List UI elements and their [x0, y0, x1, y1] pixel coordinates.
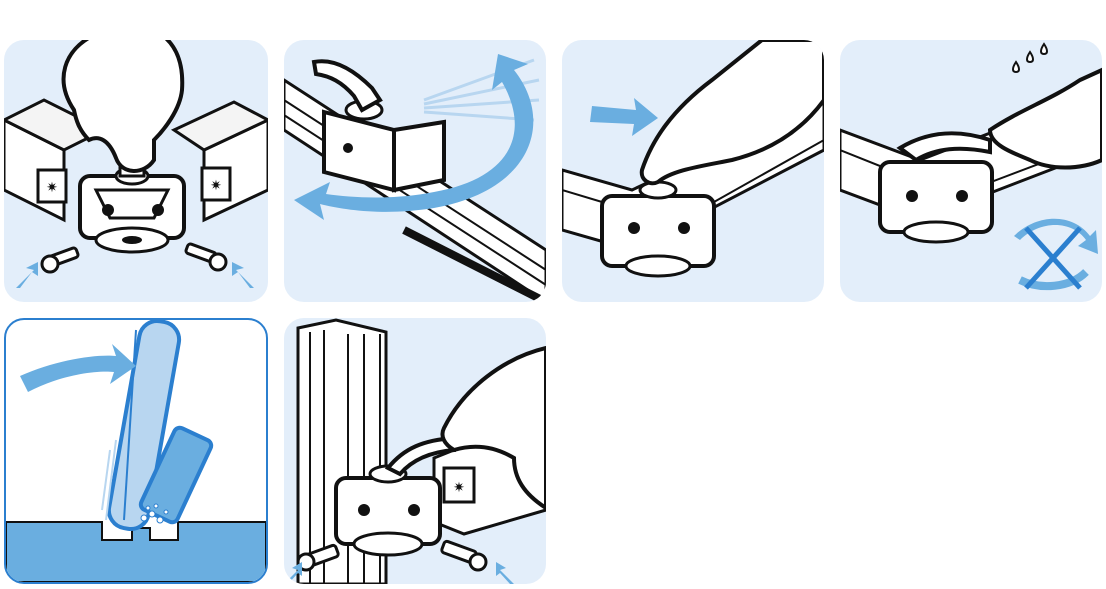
step-4-panel — [840, 40, 1102, 302]
svg-text:✷: ✷ — [210, 177, 222, 193]
screw-icon-left — [42, 247, 79, 272]
arrow-icon-right — [232, 262, 254, 288]
step-5-illustration — [6, 320, 266, 582]
hand-icon — [64, 40, 183, 171]
step-1-illustration: ✷ ✷ — [4, 40, 268, 302]
arrow-icon — [20, 344, 136, 392]
arrow-icon-left — [16, 262, 38, 288]
step-1-panel: ✷ ✷ — [4, 40, 268, 302]
clamp-connector-icon — [880, 162, 992, 242]
svg-text:✷: ✷ — [46, 179, 58, 195]
screw-icon-right — [441, 541, 486, 570]
screw-icon-right — [185, 243, 226, 270]
drops-icon — [1013, 44, 1047, 72]
prohibited-rotation-icon — [1014, 219, 1098, 288]
arrow-icon-right — [496, 562, 514, 584]
step-6-illustration: ✷ — [284, 318, 546, 584]
lever-icon — [314, 61, 380, 110]
step-2-illustration — [284, 40, 546, 302]
right-profile-icon: ✷ — [174, 102, 268, 220]
clamp-connector-icon — [324, 101, 444, 190]
svg-text:✷: ✷ — [453, 479, 465, 495]
step-2-panel — [284, 40, 546, 302]
step-3-panel — [562, 40, 824, 302]
clamp-connector-icon — [336, 466, 440, 555]
push-arrow-icon — [590, 98, 658, 136]
clamp-connector-icon — [602, 182, 714, 276]
step-6-panel: ✷ — [284, 318, 546, 584]
step-4-illustration — [840, 40, 1102, 302]
step-5-detail-panel — [4, 318, 268, 584]
groove-base-icon — [6, 522, 266, 582]
step-3-illustration — [562, 40, 824, 302]
